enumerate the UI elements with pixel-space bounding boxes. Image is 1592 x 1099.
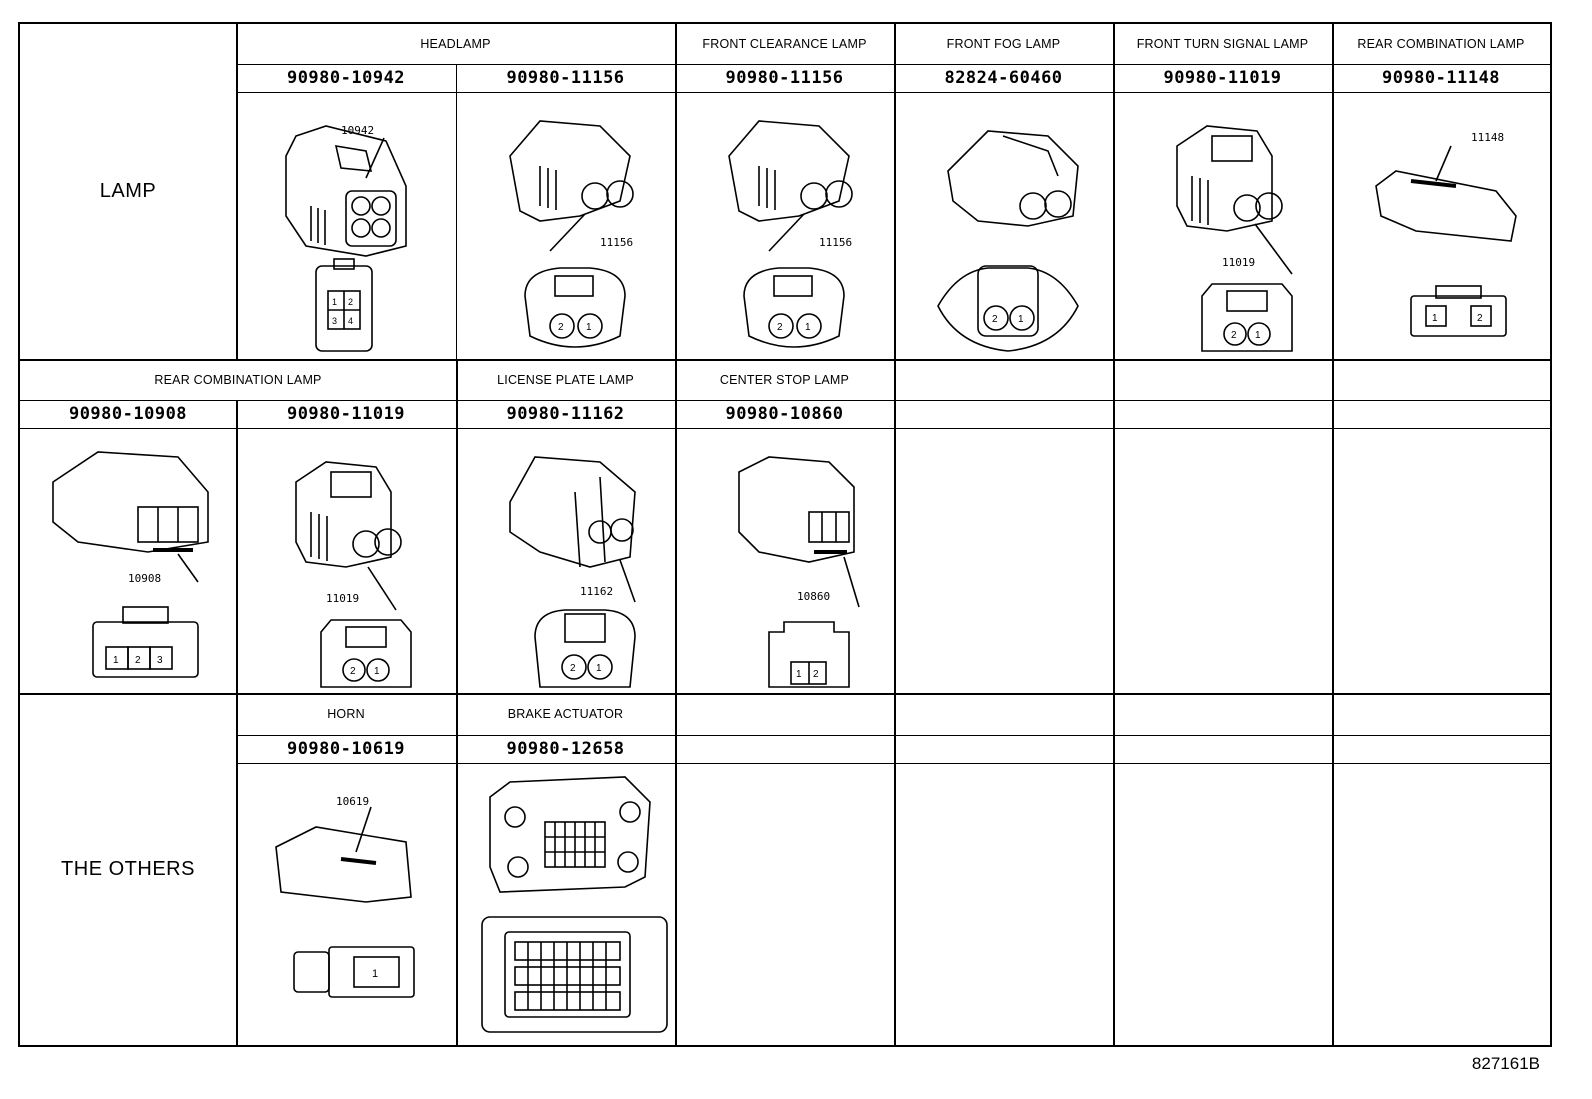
connector-drawing-11148: 11148 1 2	[1356, 96, 1536, 356]
part-number: 90980-11156	[506, 68, 625, 88]
connector-drawing-fog: 2 1	[918, 96, 1098, 356]
divider	[1113, 24, 1115, 1045]
system-brake-actuator: BRAKE ACTUATOR	[507, 707, 624, 721]
connector-drawing-12658	[470, 767, 670, 1037]
part-number: 90980-12658	[506, 739, 625, 759]
part-number: 90980-11162	[506, 404, 625, 424]
pin-label: 1	[1018, 314, 1024, 325]
pin-label: 3	[157, 655, 163, 666]
category-the-others: THE OTHERS	[61, 857, 195, 880]
code-label: 11156	[819, 236, 852, 249]
divider	[236, 735, 1550, 736]
connector-drawing-11162: 11162 2 1	[480, 432, 660, 692]
system-rear-combination-lamp: REAR COMBINATION LAMP	[1357, 37, 1525, 51]
part-number: 90980-10860	[725, 404, 844, 424]
divider	[20, 400, 1550, 401]
part-number: 90980-11148	[1381, 68, 1501, 88]
part-number: 90980-10908	[68, 404, 188, 424]
part-number: 90980-11019	[1163, 68, 1282, 88]
divider	[236, 24, 238, 359]
code-label: 11019	[326, 592, 359, 605]
pin-label: 1	[372, 968, 378, 980]
pin-label: 1	[374, 666, 380, 677]
code-label: 10619	[336, 795, 369, 808]
connector-drawing-10942: 10942 1 2 3 4	[256, 96, 436, 356]
code-label: 10942	[341, 124, 374, 137]
pin-label: 2	[558, 322, 564, 333]
divider	[894, 24, 896, 1045]
divider	[20, 359, 1550, 361]
pin-label: 2	[813, 669, 819, 680]
pin-label: 2	[570, 663, 576, 674]
connector-drawing-11019: 11019 2 1	[256, 432, 436, 692]
pin-label: 4	[348, 316, 353, 326]
category-lamp: LAMP	[99, 180, 157, 202]
figure-code: 827161B	[1471, 1054, 1540, 1073]
divider	[20, 693, 1550, 695]
system-front-clearance-lamp: FRONT CLEARANCE LAMP	[702, 37, 867, 51]
connector-table: LAMP HEADLAMP FRONT CLEARANCE LAMP FRONT…	[18, 22, 1552, 1047]
system-rear-combination-lamp: REAR COMBINATION LAMP	[154, 372, 322, 387]
connector-drawing-10619: 10619 1	[256, 767, 436, 1037]
divider	[236, 400, 238, 1045]
divider	[236, 92, 1550, 93]
divider	[456, 64, 457, 359]
pin-label: 1	[1255, 330, 1261, 341]
pin-label: 1	[596, 663, 602, 674]
code-label: 11162	[580, 585, 613, 598]
connector-drawing-11019: 11019 2 1	[1137, 96, 1317, 356]
divider	[456, 359, 458, 1045]
code-label: 11148	[1471, 131, 1504, 144]
part-number: 90980-10619	[286, 739, 406, 759]
pin-label: 2	[992, 314, 998, 325]
system-center-stop-lamp: CENTER STOP LAMP	[719, 372, 850, 387]
code-label: 11019	[1222, 256, 1255, 269]
connector-drawing-11156: 11156 2 1	[480, 96, 660, 356]
pin-label: 3	[332, 316, 337, 326]
connector-drawing-10860: 10860 1 2	[699, 432, 879, 692]
pin-label: 2	[777, 322, 783, 333]
pin-label: 1	[113, 655, 119, 666]
pin-label: 1	[796, 669, 802, 680]
divider	[1332, 24, 1334, 1045]
code-label: 10908	[128, 572, 161, 585]
system-headlamp: HEADLAMP	[420, 37, 491, 51]
system-front-fog-lamp: FRONT FOG LAMP	[946, 37, 1061, 51]
pin-label: 2	[350, 666, 356, 677]
pin-label: 2	[135, 655, 141, 666]
pin-label: 1	[1432, 313, 1438, 324]
divider	[20, 428, 1550, 429]
part-number: 90980-11019	[286, 404, 406, 424]
pin-label: 1	[586, 322, 592, 333]
pin-label: 2	[1231, 330, 1237, 341]
part-number: 82824-60460	[944, 68, 1063, 88]
divider	[236, 763, 1550, 764]
part-number: 90980-11156	[725, 68, 844, 88]
connector-drawing-10908: 10908 1 2 3	[38, 432, 223, 692]
divider	[236, 64, 1550, 65]
system-license-plate-lamp: LICENSE PLATE LAMP	[497, 372, 634, 387]
pin-label: 1	[332, 297, 337, 307]
pin-label: 1	[805, 322, 811, 333]
system-horn: HORN	[327, 707, 365, 721]
pin-label: 2	[348, 297, 353, 307]
pin-label: 2	[1477, 313, 1483, 324]
connector-drawing-11156: 11156 2 1	[699, 96, 879, 356]
divider	[675, 24, 677, 1045]
code-label: 10860	[797, 590, 830, 603]
part-number: 90980-10942	[286, 68, 406, 88]
code-label: 11156	[600, 236, 633, 249]
system-front-turn-signal-lamp: FRONT TURN SIGNAL LAMP	[1136, 37, 1309, 51]
